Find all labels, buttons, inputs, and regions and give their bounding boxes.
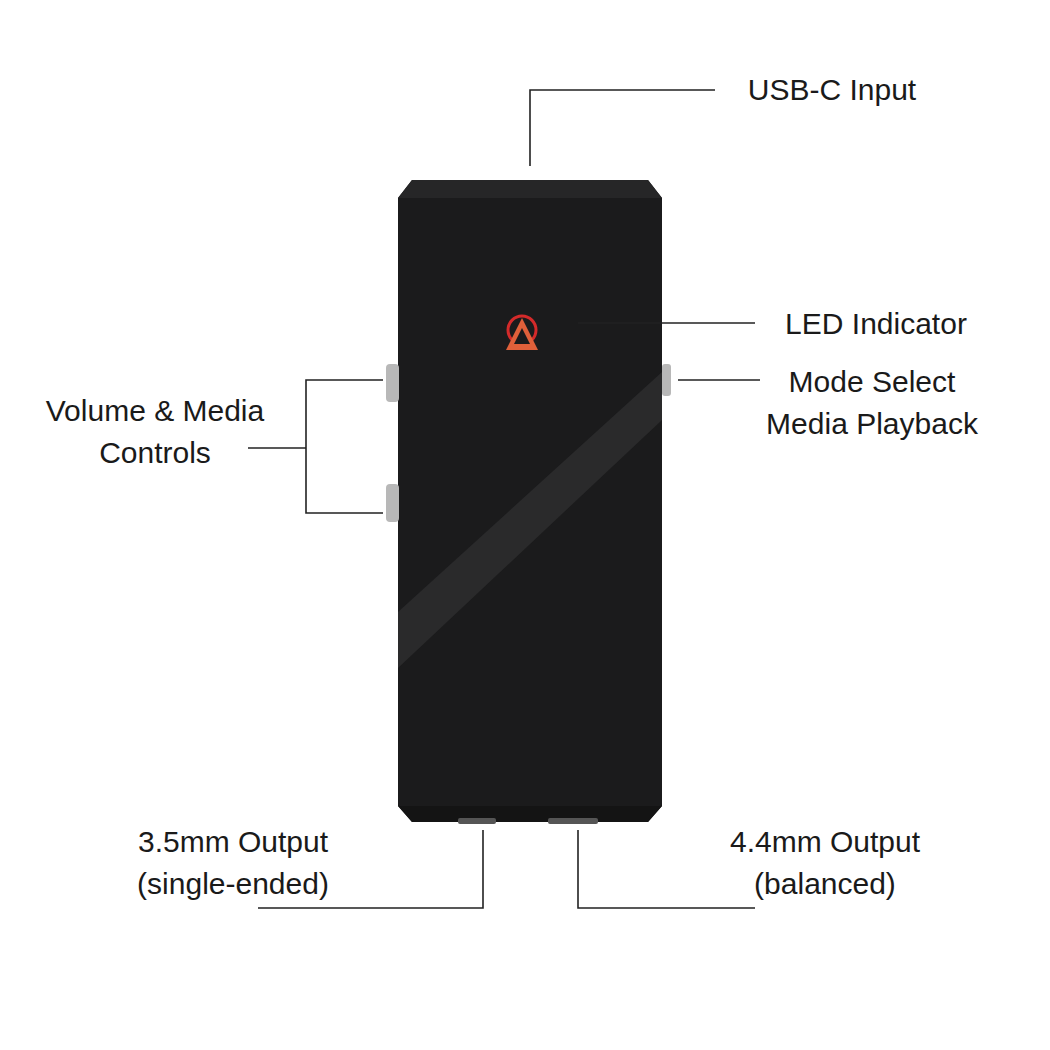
port-label: USB-C Input xyxy=(748,69,916,111)
port-label: 3.5mm Output (single-ended) xyxy=(98,821,368,905)
device-body xyxy=(398,180,662,822)
button-label: Volume & Media Controls xyxy=(20,390,290,474)
part-label: LED Indicator xyxy=(785,303,967,345)
side-buttons xyxy=(386,364,671,522)
led-logo xyxy=(506,316,538,350)
button-label: Mode Select Media Playback xyxy=(747,361,997,445)
output-ports xyxy=(458,818,598,824)
leader-lines xyxy=(248,90,760,908)
port-label: 4.4mm Output (balanced) xyxy=(700,821,950,905)
